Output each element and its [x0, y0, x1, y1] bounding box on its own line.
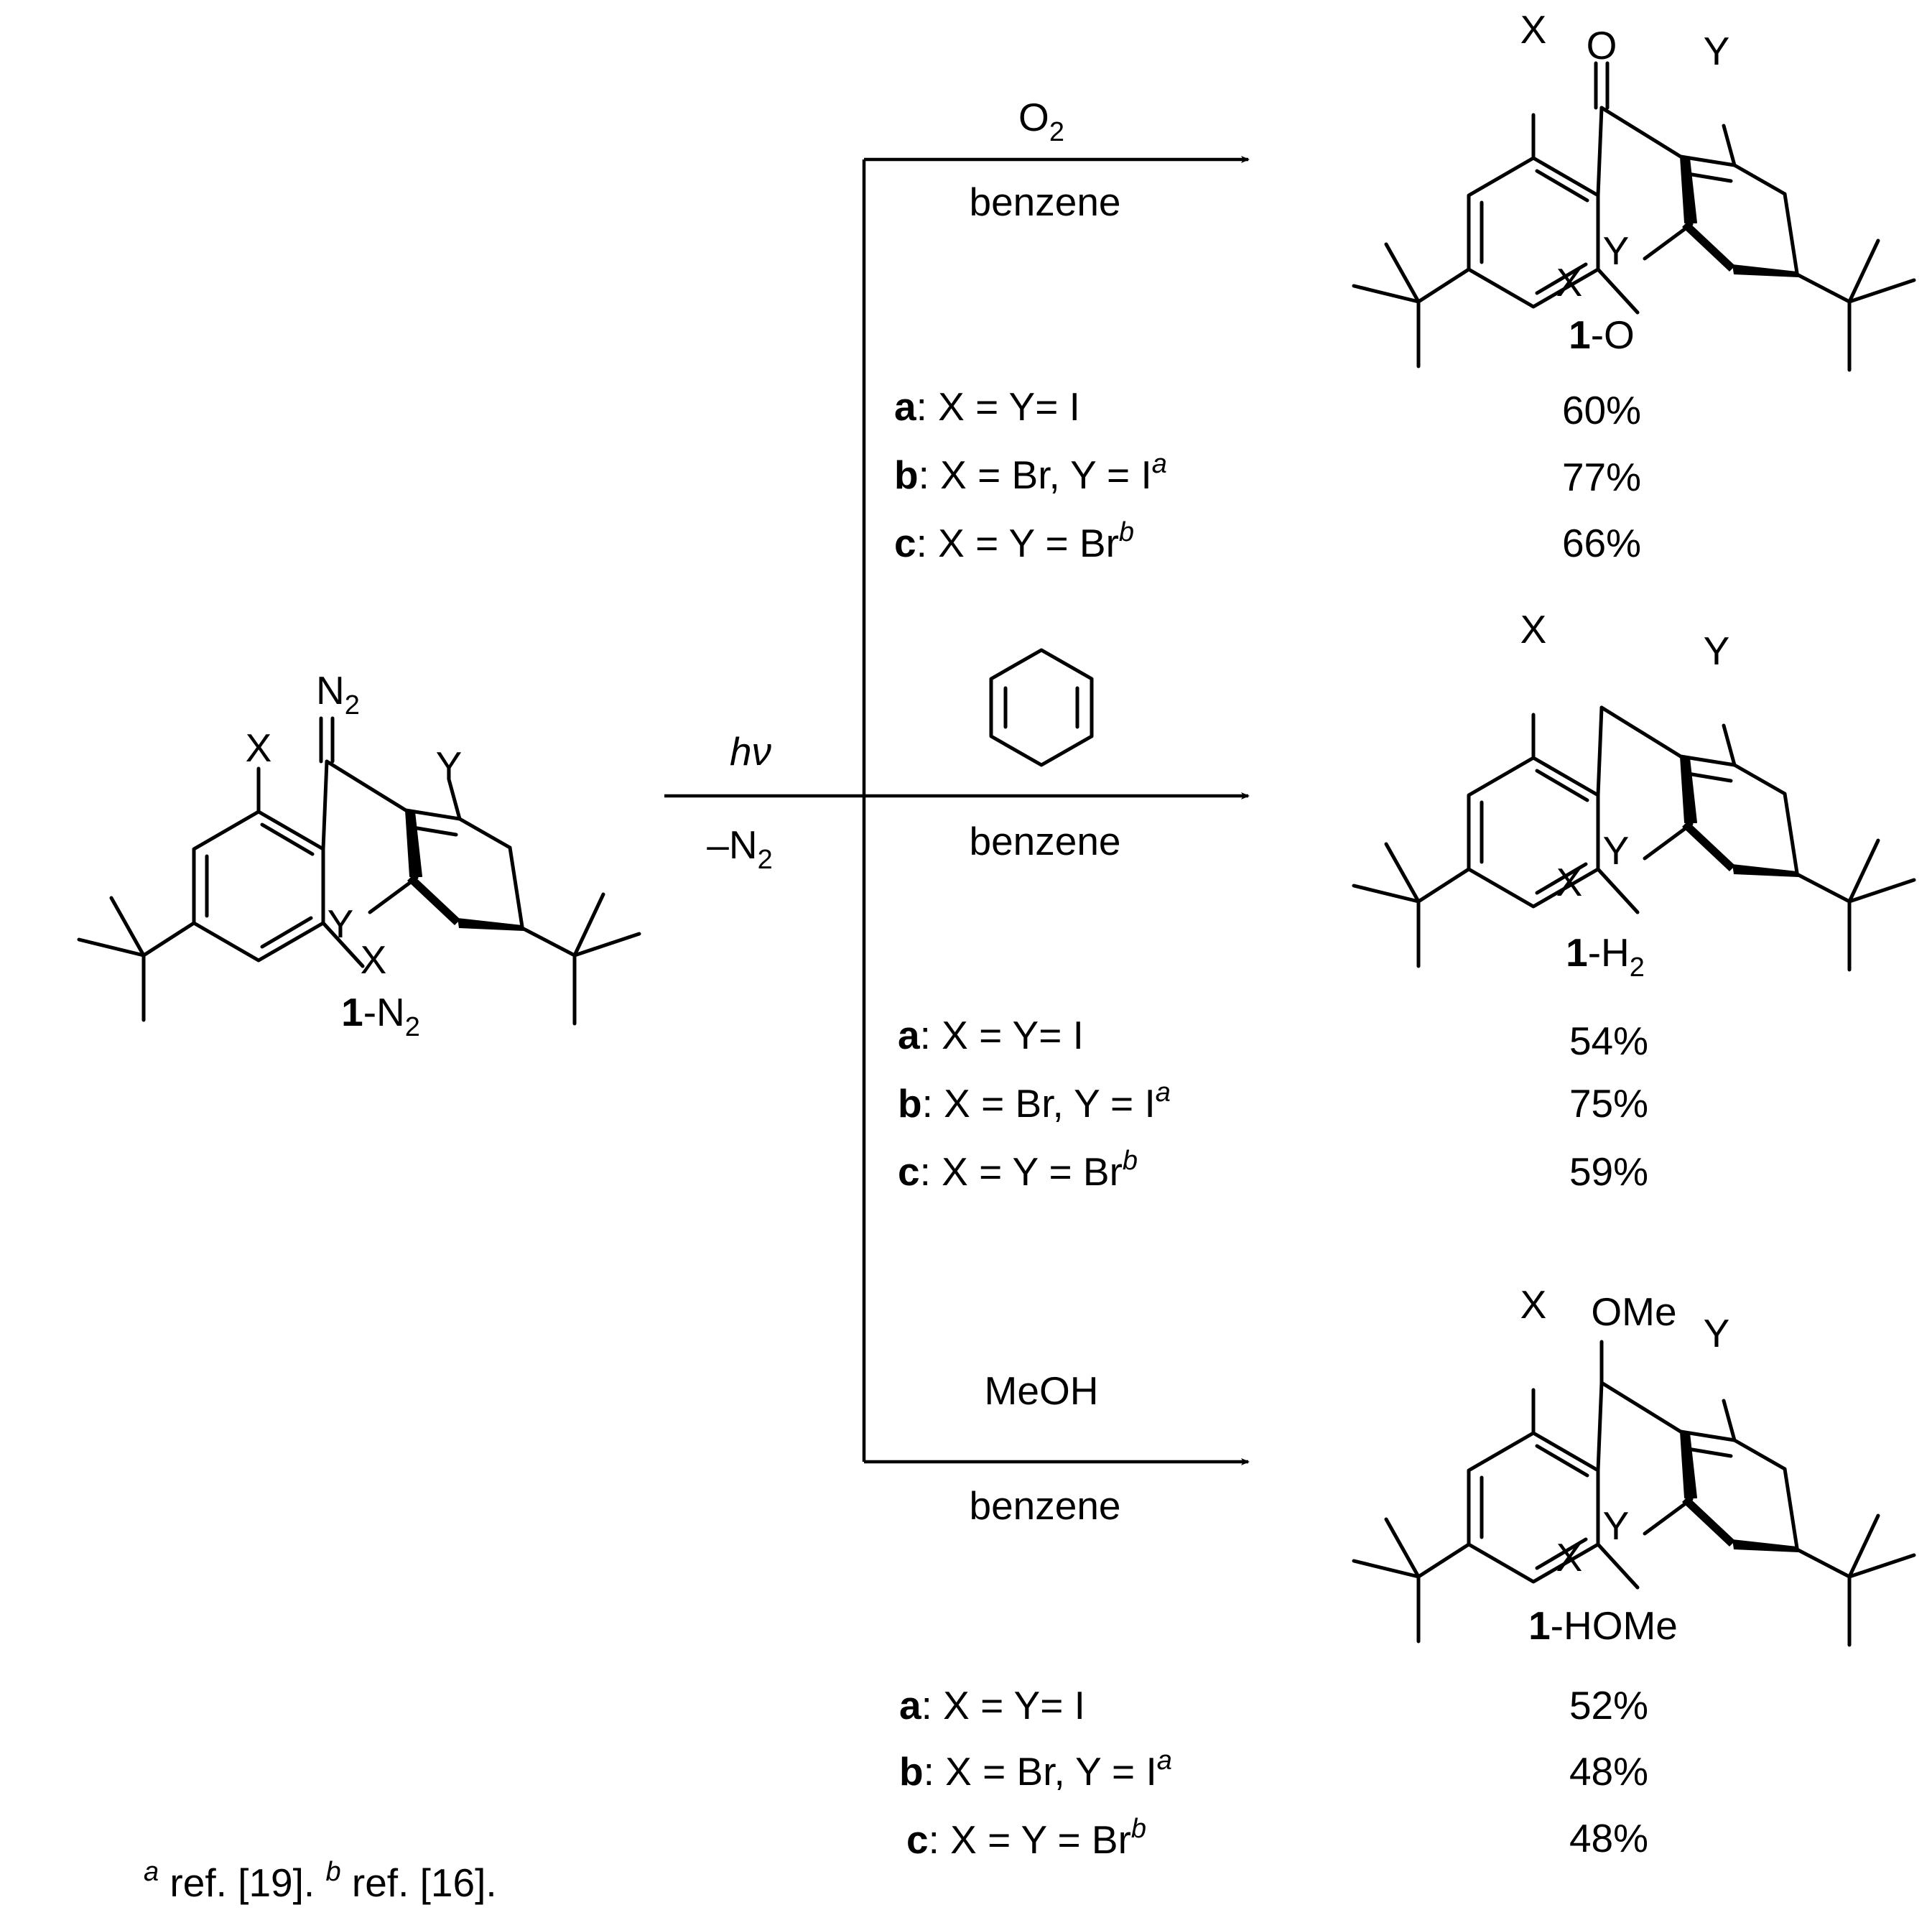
solvent-2: benzene: [969, 819, 1120, 863]
product-1-label: 1-O: [1569, 312, 1635, 357]
yield-b-3: 48%: [1569, 1749, 1648, 1794]
reagent-o2: O2: [1018, 95, 1064, 147]
footnote: a ref. [19]. b ref. [16].: [144, 1857, 497, 1905]
atom-y-top: Y: [436, 743, 463, 788]
reagent-meoh: MeOH: [985, 1368, 1099, 1413]
yield-b-2: 75%: [1569, 1081, 1648, 1126]
solvent-3: benzene: [969, 1483, 1120, 1528]
atom-x-top: X: [1520, 1282, 1547, 1327]
entry-c-2: c: X = Y = Brb: [898, 1146, 1138, 1194]
atom-y-bottom: Y: [1603, 1503, 1630, 1548]
atom-y-bottom: Y: [1603, 228, 1630, 273]
atom-x-bottom: X: [1556, 1535, 1583, 1580]
entry-a-3: a: X = Y= I: [899, 1683, 1085, 1728]
yield-a-1: 60%: [1562, 388, 1641, 432]
atom-y-bottom: Y: [1603, 828, 1630, 873]
atom-oxygen: O: [1587, 23, 1617, 68]
entry-b-1: b: X = Br, Y = Ia: [894, 449, 1167, 497]
atom-x-bottom: X: [361, 937, 387, 982]
entry-a-1: a: X = Y= I: [894, 384, 1080, 429]
atom-x-bottom: X: [1556, 260, 1583, 305]
atom-y-top: Y: [1704, 29, 1730, 73]
entry-c-1: c: X = Y = Brb: [894, 517, 1134, 565]
solvent-1: benzene: [969, 180, 1120, 224]
atom-x-bottom: X: [1556, 860, 1583, 904]
atom-y-bottom: Y: [328, 901, 354, 946]
entry-c-3: c: X = Y = Brb: [906, 1814, 1146, 1862]
yield-b-1: 77%: [1562, 455, 1641, 499]
atom-y-top: Y: [1704, 1311, 1730, 1355]
entry-b-3: b: X = Br, Y = Ia: [899, 1746, 1172, 1794]
cyclohexadiene-reagent: [989, 648, 1094, 767]
product-ketone-structure: O X Y Y X: [1354, 7, 1914, 370]
minus-n2-condition: –N2: [707, 822, 772, 875]
yield-c-2: 59%: [1569, 1149, 1648, 1194]
yield-c-1: 66%: [1562, 521, 1641, 565]
yield-a-2: 54%: [1569, 1019, 1648, 1063]
reaction-arrows: [664, 156, 1250, 1465]
atom-ome: OMe: [1591, 1289, 1676, 1334]
yield-c-3: 48%: [1569, 1816, 1648, 1860]
entry-b-2: b: X = Br, Y = Ia: [898, 1077, 1171, 1126]
product-methoxy-structure: OMe X Y Y X: [1354, 1282, 1914, 1645]
atom-x-top: X: [1520, 7, 1547, 52]
starting-diazo-structure: X Y Y X N2: [79, 668, 639, 1024]
atom-y-top: Y: [1704, 629, 1730, 673]
product-methylene-structure: X Y Y X: [1354, 607, 1914, 970]
start-compound-label: 1-N2: [341, 990, 420, 1042]
hv-condition: hν: [730, 729, 772, 774]
diazo-n2: N2: [316, 668, 360, 720]
atom-x-top: X: [246, 725, 272, 770]
yield-a-3: 52%: [1569, 1683, 1648, 1728]
product-2-label: 1-H2: [1566, 930, 1645, 983]
entry-a-2: a: X = Y= I: [898, 1013, 1084, 1057]
atom-x-top: X: [1520, 607, 1547, 652]
product-3-label: 1-HOMe: [1528, 1603, 1678, 1648]
